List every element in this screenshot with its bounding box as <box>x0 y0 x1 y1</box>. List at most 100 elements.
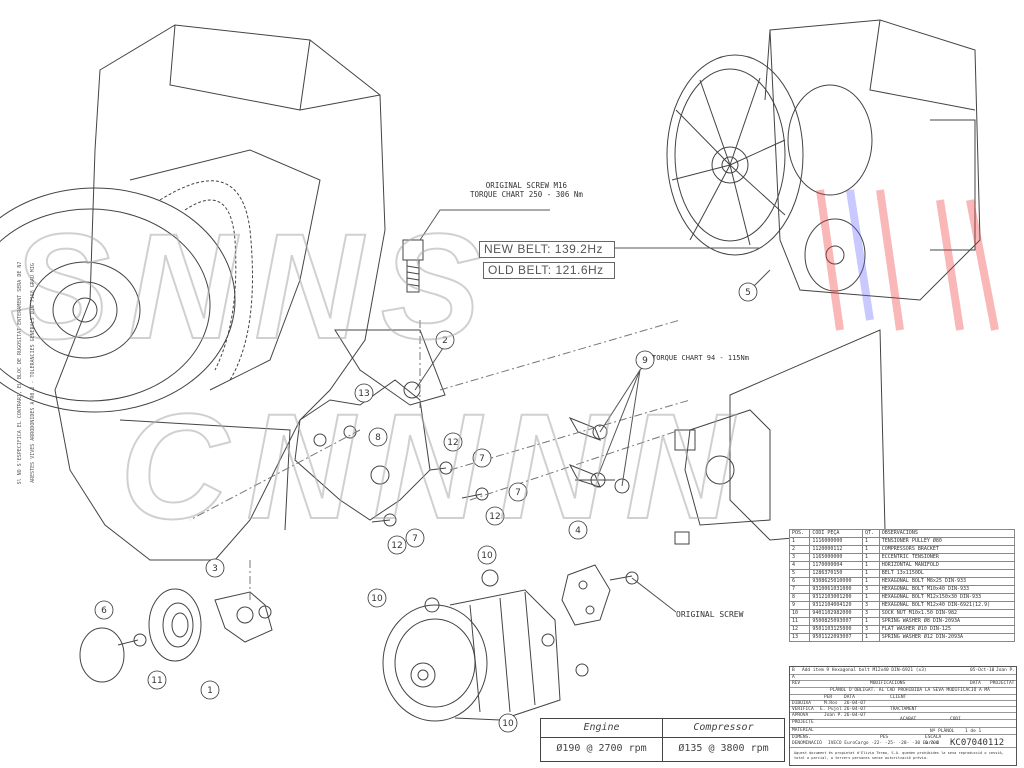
data-label-2: DATA <box>844 695 855 700</box>
callout-10a: 10 <box>477 545 497 565</box>
cell-observations: TENSIONER PULLEY Ø80 <box>878 537 1016 546</box>
cell-qty: 1 <box>861 577 880 586</box>
cell-qty: 1 <box>861 569 880 578</box>
tractament-label: TRACTAMENT <box>890 707 918 712</box>
cell-observations: ECCENTRIC TENSIONER <box>878 553 1016 562</box>
aprova-date: 26-04-07 <box>844 713 866 718</box>
margin-note-2: ARESTES VIVES ARRODONIDES A R0.2 - TOLER… <box>30 263 36 483</box>
engine-block <box>54 24 386 561</box>
denominacio-value: IVECO EuroCargo -22- -25- -28- -30 Euro … <box>828 741 940 746</box>
parts-table-header: POS. CODI PEÇA QT. OBSERVACIONS <box>788 529 1016 538</box>
cell-pos: 4 <box>788 561 811 570</box>
cell-observations: SPRING WASHER Ø8 DIN-2093A <box>878 617 1016 626</box>
cell-code: 9501103125000 <box>809 625 863 634</box>
cell-pos: 8 <box>788 593 811 602</box>
sheet-number: 1 de 1 <box>965 729 982 734</box>
verifica-date: 26-04-07 <box>844 707 866 712</box>
callout-7a: 7 <box>472 448 492 468</box>
col-qty: QT. <box>861 529 880 538</box>
original-screw-label: ORIGINAL SCREW <box>676 610 744 619</box>
screw-note: ORIGINAL SCREW M16 TORQUE CHART 250 - 30… <box>470 181 583 199</box>
callout-8: 8 <box>368 427 388 447</box>
callout-13: 13 <box>354 383 374 403</box>
svg-text:5: 5 <box>745 288 751 298</box>
cell-pos: 9 <box>788 601 811 610</box>
callout-1: 1 <box>200 680 220 700</box>
mod-b-text: Add item 9 Hexagonal bolt M12x40 DIN-692… <box>802 668 927 673</box>
escala-label: ESCALA <box>925 735 942 740</box>
col-pos: POS. <box>788 529 811 538</box>
svg-text:12: 12 <box>489 512 500 522</box>
cell-qty: 3 <box>861 609 880 618</box>
cell-qty: 3 <box>861 625 880 634</box>
callout-2: 2 <box>435 330 455 350</box>
cell-code: 9500825093007 <box>809 617 863 626</box>
pes-label: PES <box>880 735 889 740</box>
cell-pos: 7 <box>788 585 811 594</box>
svg-text:8: 8 <box>375 433 381 443</box>
cell-qty: 3 <box>861 601 880 610</box>
callout-7b: 7 <box>508 482 528 502</box>
engine-label: Engine <box>583 722 620 733</box>
old-belt-frequency: OLD BELT: 121.6Hz <box>483 262 615 279</box>
svg-text:6: 6 <box>101 606 107 616</box>
cell-code: 1120000112 <box>809 545 863 554</box>
svg-text:12: 12 <box>447 438 458 448</box>
cell-code: 9312103001200 <box>809 593 863 602</box>
cell-code: 1286370150 <box>809 569 863 578</box>
timing-chain <box>159 180 253 381</box>
cell-qty: 1 <box>861 617 880 626</box>
cell-qty: 1 <box>861 561 880 570</box>
margin-note-1: Sl NO S'ESPECIFICA EL CONTRARI, EL BLOC … <box>17 261 23 485</box>
rev-label: REV <box>792 681 801 686</box>
cell-qty: 1 <box>861 553 880 562</box>
cell-code: 9401102982000 <box>809 609 863 618</box>
svg-text:10: 10 <box>481 551 493 561</box>
cell-observations: FLAT WASHER Ø10 DIN-125 <box>878 625 1016 634</box>
verifica-by: E. Pujol <box>820 707 842 712</box>
cell-code: 9501122093007 <box>809 633 863 642</box>
col-code: CODI PEÇA <box>809 529 863 538</box>
callout-12c: 12 <box>387 535 407 555</box>
cell-observations: HEXAGONAL BOLT M12x40 DIN-6921(12.9) <box>878 601 1016 610</box>
svg-text:3: 3 <box>212 564 218 574</box>
cell-pos: 6 <box>788 577 811 586</box>
cell-qty: 1 <box>861 545 880 554</box>
callout-9: 9 <box>635 350 655 370</box>
denominacio-label: DENOMINACIÓ <box>792 741 822 746</box>
escala-value: 0.700 <box>925 741 939 746</box>
dibuixa-by: M.Ros <box>824 701 838 706</box>
cell-code: 1170000004 <box>809 561 863 570</box>
svg-text:11: 11 <box>151 676 162 686</box>
projecte-label: PROJECTE <box>792 720 814 725</box>
screw-note-line1: ORIGINAL SCREW M16 <box>485 181 568 190</box>
copyright-notice: Aquest document és propietat d'Elivia Te… <box>794 751 1004 760</box>
color-markers <box>816 189 999 331</box>
cell-observations: COMPRESSORS BRACKET <box>878 545 1016 554</box>
cell-observations: HEXAGONAL BOLT M8x25 DIN-933 <box>878 577 1016 586</box>
screw-note-line2: TORQUE CHART 250 - 306 Nm <box>470 190 583 199</box>
mod-b-date: 05-Oct-10 <box>970 668 995 673</box>
callout-10b: 10 <box>367 588 387 608</box>
data-label: DATA <box>970 681 981 686</box>
cell-qty: 3 <box>861 585 880 594</box>
svg-text:12: 12 <box>391 541 402 551</box>
cell-pos: 3 <box>788 553 811 562</box>
flywheel <box>0 187 236 413</box>
dimens-label: DIMENS. <box>792 735 811 740</box>
new-belt-frequency: NEW BELT: 139.2Hz <box>479 241 615 258</box>
cell-observations: SOCK NUT M10x1.50 DIN-982 <box>878 609 1016 618</box>
callout-5: 5 <box>738 282 758 302</box>
cell-pos: 2 <box>788 545 811 554</box>
cell-pos: 5 <box>788 569 811 578</box>
aprova-label: APROVA <box>792 713 809 718</box>
material-label: MATERIAL <box>792 728 814 733</box>
projectat-label: PROJECTAT <box>990 681 1015 686</box>
cell-code: 9308625010000 <box>809 577 863 586</box>
callout-12b: 12 <box>485 506 505 526</box>
